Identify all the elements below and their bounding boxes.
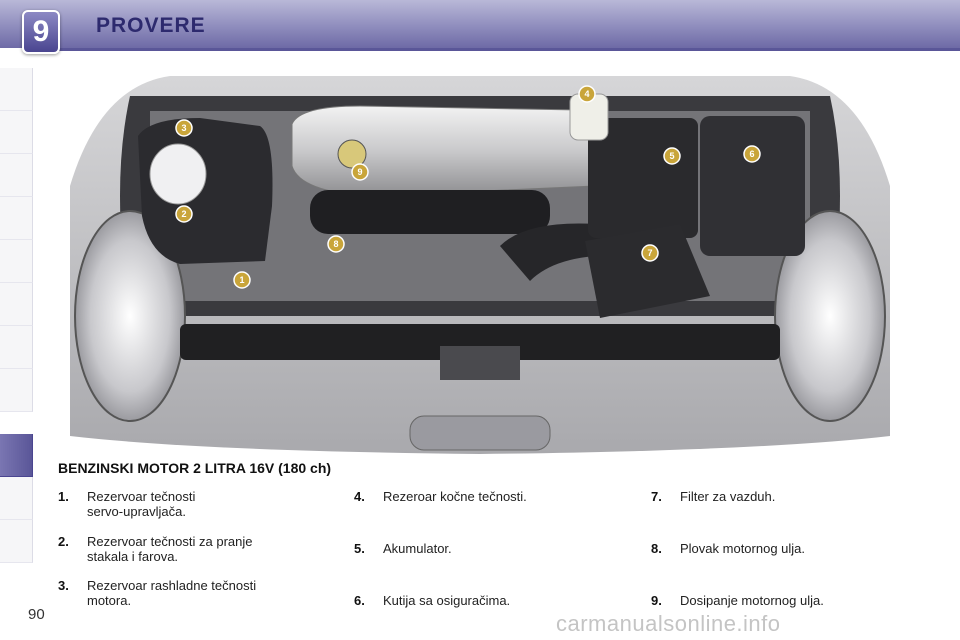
side-tab[interactable] [0, 283, 33, 326]
legend-text: Rezervoar tečnosti za pranje stakala i f… [87, 534, 253, 564]
svg-text:5: 5 [669, 151, 674, 161]
legend-text: Plovak motornog ulja. [680, 541, 806, 556]
callout-8: 8 [327, 235, 345, 253]
side-tab[interactable] [0, 68, 33, 111]
svg-text:7: 7 [647, 248, 652, 258]
callout-6: 6 [743, 145, 761, 163]
svg-text:8: 8 [333, 239, 338, 249]
callout-9: 9 [351, 163, 369, 181]
chapter-number-badge: 9 [22, 10, 60, 54]
chapter-title: PROVERE [96, 14, 206, 37]
header-bar [0, 0, 960, 48]
legend-text: Rezervoar rashladne tečnosti motora. [87, 578, 257, 608]
legend-number: 6. [354, 593, 365, 608]
watermark: carmanualsonline.info [556, 611, 781, 636]
legend-number: 9. [651, 593, 662, 608]
svg-text:6: 6 [749, 149, 754, 159]
callout-5: 5 [663, 147, 681, 165]
side-tab[interactable] [0, 197, 33, 240]
svg-text:1: 1 [239, 275, 244, 285]
svg-text:9: 9 [357, 167, 362, 177]
legend-number: 5. [354, 541, 365, 556]
section-title: BENZINSKI MOTOR 2 LITRA 16V (180 ch) [58, 460, 332, 476]
legend-text: Rezeroar kočne tečnosti. [383, 489, 527, 504]
side-tab[interactable] [0, 477, 33, 520]
page-number: 90 [28, 606, 45, 623]
engine-bay-illustration: 1 2 3 4 5 6 7 8 9 [60, 66, 900, 456]
callout-4: 4 [578, 85, 596, 103]
header-divider [40, 48, 960, 51]
callout-3: 3 [175, 119, 193, 137]
side-tab[interactable] [0, 154, 33, 197]
side-tab-strip [0, 68, 33, 573]
legend-text: Kutija sa osiguračima. [383, 593, 511, 608]
svg-text:4: 4 [584, 89, 589, 99]
legend-number: 7. [651, 489, 662, 504]
side-tab[interactable] [0, 520, 33, 563]
side-tab[interactable] [0, 240, 33, 283]
legend-number: 8. [651, 541, 662, 556]
legend-number: 2. [58, 534, 69, 549]
callout-1: 1 [233, 271, 251, 289]
legend-text: Rezervoar tečnosti servo-upravljača. [87, 489, 196, 519]
callout-7: 7 [641, 244, 659, 262]
legend-number: 1. [58, 489, 69, 504]
callout-2: 2 [175, 205, 193, 223]
side-tab[interactable] [0, 369, 33, 412]
side-tab-active[interactable] [0, 434, 33, 477]
svg-text:3: 3 [181, 123, 186, 133]
legend-text: Filter za vazduh. [680, 489, 776, 504]
legend-number: 4. [354, 489, 365, 504]
svg-text:2: 2 [181, 209, 186, 219]
side-tab[interactable] [0, 111, 33, 154]
side-tab[interactable] [0, 326, 33, 369]
legend-number: 3. [58, 578, 69, 593]
legend-text: Akumulator. [383, 541, 452, 556]
legend-text: Dosipanje motornog ulja. [680, 593, 824, 608]
